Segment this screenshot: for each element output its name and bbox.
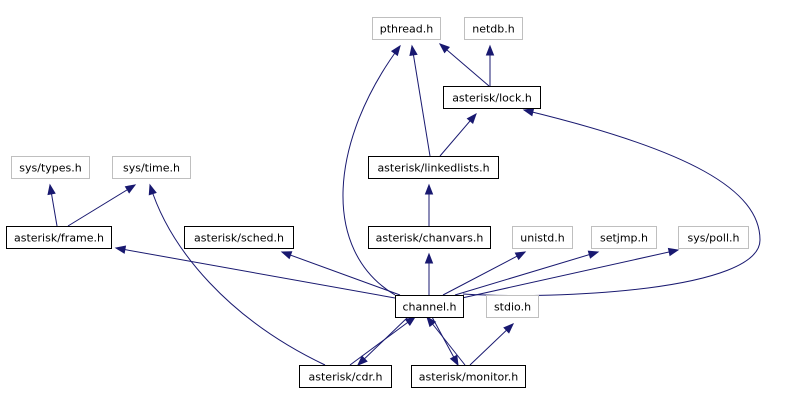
edge-channel-to-monitor bbox=[431, 316, 459, 367]
node-cdr[interactable]: asterisk/cdr.h bbox=[299, 365, 392, 388]
node-systime[interactable]: sys/time.h bbox=[112, 156, 191, 179]
node-label: sys/poll.h bbox=[688, 232, 740, 245]
node-box bbox=[678, 226, 749, 249]
node-channel: channel.h bbox=[395, 295, 464, 318]
edge-channel-to-syspoll bbox=[461, 247, 680, 299]
node-box bbox=[591, 226, 657, 249]
node-box bbox=[11, 156, 90, 179]
edges bbox=[47, 43, 761, 367]
edge-linkedlists-to-lock bbox=[439, 112, 477, 157]
node-box bbox=[486, 295, 539, 318]
arrowhead bbox=[514, 251, 527, 261]
arrowhead bbox=[280, 251, 293, 260]
node-box bbox=[368, 156, 499, 179]
node-monitor[interactable]: asterisk/monitor.h bbox=[411, 365, 526, 388]
arrowhead bbox=[390, 44, 401, 57]
node-label: pthread.h bbox=[380, 23, 434, 36]
node-chanvars[interactable]: asterisk/chanvars.h bbox=[368, 226, 491, 249]
node-label: stdio.h bbox=[494, 301, 531, 314]
node-stdio[interactable]: stdio.h bbox=[486, 295, 539, 318]
arrowhead bbox=[124, 184, 137, 194]
arrowhead bbox=[148, 183, 157, 196]
arrowhead bbox=[409, 44, 418, 57]
edge-monitor-to-channel bbox=[426, 315, 466, 366]
node-box bbox=[299, 365, 392, 388]
node-pthread[interactable]: pthread.h bbox=[372, 17, 441, 40]
node-box bbox=[464, 17, 523, 40]
node-box bbox=[6, 226, 112, 249]
edge-frame-to-systypes bbox=[47, 183, 58, 227]
node-label: asterisk/lock.h bbox=[452, 92, 532, 105]
arrowhead bbox=[438, 43, 450, 54]
node-syspoll[interactable]: sys/poll.h bbox=[678, 226, 749, 249]
node-box bbox=[395, 295, 464, 318]
arrowhead bbox=[114, 245, 127, 254]
node-lock[interactable]: asterisk/lock.h bbox=[443, 86, 541, 109]
arrowhead bbox=[667, 247, 680, 257]
node-box bbox=[372, 17, 441, 40]
node-label: asterisk/frame.h bbox=[14, 232, 104, 245]
node-setjmp[interactable]: setjmp.h bbox=[591, 226, 657, 249]
edge-lock-to-netdb bbox=[485, 44, 495, 86]
node-label: setjmp.h bbox=[600, 232, 648, 245]
node-frame[interactable]: asterisk/frame.h bbox=[6, 226, 112, 249]
arrowhead bbox=[522, 108, 535, 117]
node-label: asterisk/sched.h bbox=[194, 232, 284, 245]
arrowhead bbox=[503, 323, 514, 334]
edge-monitor-to-stdio bbox=[469, 323, 514, 366]
node-box bbox=[368, 226, 491, 249]
edge-channel-to-chanvars bbox=[424, 252, 434, 295]
nodes: pthread.h netdb.h asterisk/lock.h sys/types… bbox=[6, 17, 749, 388]
node-label: netdb.h bbox=[472, 23, 515, 36]
node-linkedlists[interactable]: asterisk/linkedlists.h bbox=[368, 156, 499, 179]
node-label: asterisk/cdr.h bbox=[309, 371, 383, 384]
edge-frame-to-systime bbox=[67, 184, 137, 227]
edge-cdr-to-systime bbox=[148, 183, 326, 366]
node-label: asterisk/monitor.h bbox=[419, 371, 518, 384]
edge-channel-to-pthread bbox=[342, 44, 401, 296]
arrowhead bbox=[485, 44, 495, 56]
node-box bbox=[443, 86, 541, 109]
edge-channel-to-cdr bbox=[357, 316, 409, 366]
node-systypes[interactable]: sys/types.h bbox=[11, 156, 90, 179]
edge-linkedlists-to-pthread bbox=[409, 44, 431, 157]
node-box bbox=[512, 226, 573, 249]
edge-channel-to-lock bbox=[462, 108, 761, 297]
arrowhead bbox=[47, 183, 56, 196]
node-box bbox=[184, 226, 294, 249]
edge-channel-to-frame bbox=[114, 245, 396, 299]
arrowhead bbox=[426, 315, 437, 328]
arrowhead bbox=[449, 354, 459, 367]
node-sched[interactable]: asterisk/sched.h bbox=[184, 226, 294, 249]
arrowhead bbox=[357, 355, 368, 366]
node-netdb[interactable]: netdb.h bbox=[464, 17, 523, 40]
node-unistd[interactable]: unistd.h bbox=[512, 226, 573, 249]
node-label: asterisk/linkedlists.h bbox=[377, 162, 489, 175]
node-label: channel.h bbox=[403, 301, 457, 314]
arrowhead bbox=[424, 183, 434, 195]
edge-channel-to-sched bbox=[280, 251, 401, 296]
node-label: unistd.h bbox=[520, 232, 565, 245]
node-label: sys/types.h bbox=[19, 162, 81, 175]
edge-channel-to-setjmp bbox=[454, 250, 600, 296]
arrowhead bbox=[404, 316, 417, 327]
node-box bbox=[411, 365, 526, 388]
arrowhead bbox=[424, 252, 434, 264]
edge-lock-to-pthread bbox=[438, 43, 490, 87]
edge-chanvars-to-linkedlists bbox=[424, 183, 434, 226]
node-label: sys/time.h bbox=[123, 162, 180, 175]
node-label: asterisk/chanvars.h bbox=[376, 232, 484, 245]
edge-channel-to-unistd bbox=[442, 251, 527, 296]
node-box bbox=[112, 156, 191, 179]
arrowhead bbox=[587, 250, 600, 259]
arrowhead bbox=[466, 112, 477, 124]
